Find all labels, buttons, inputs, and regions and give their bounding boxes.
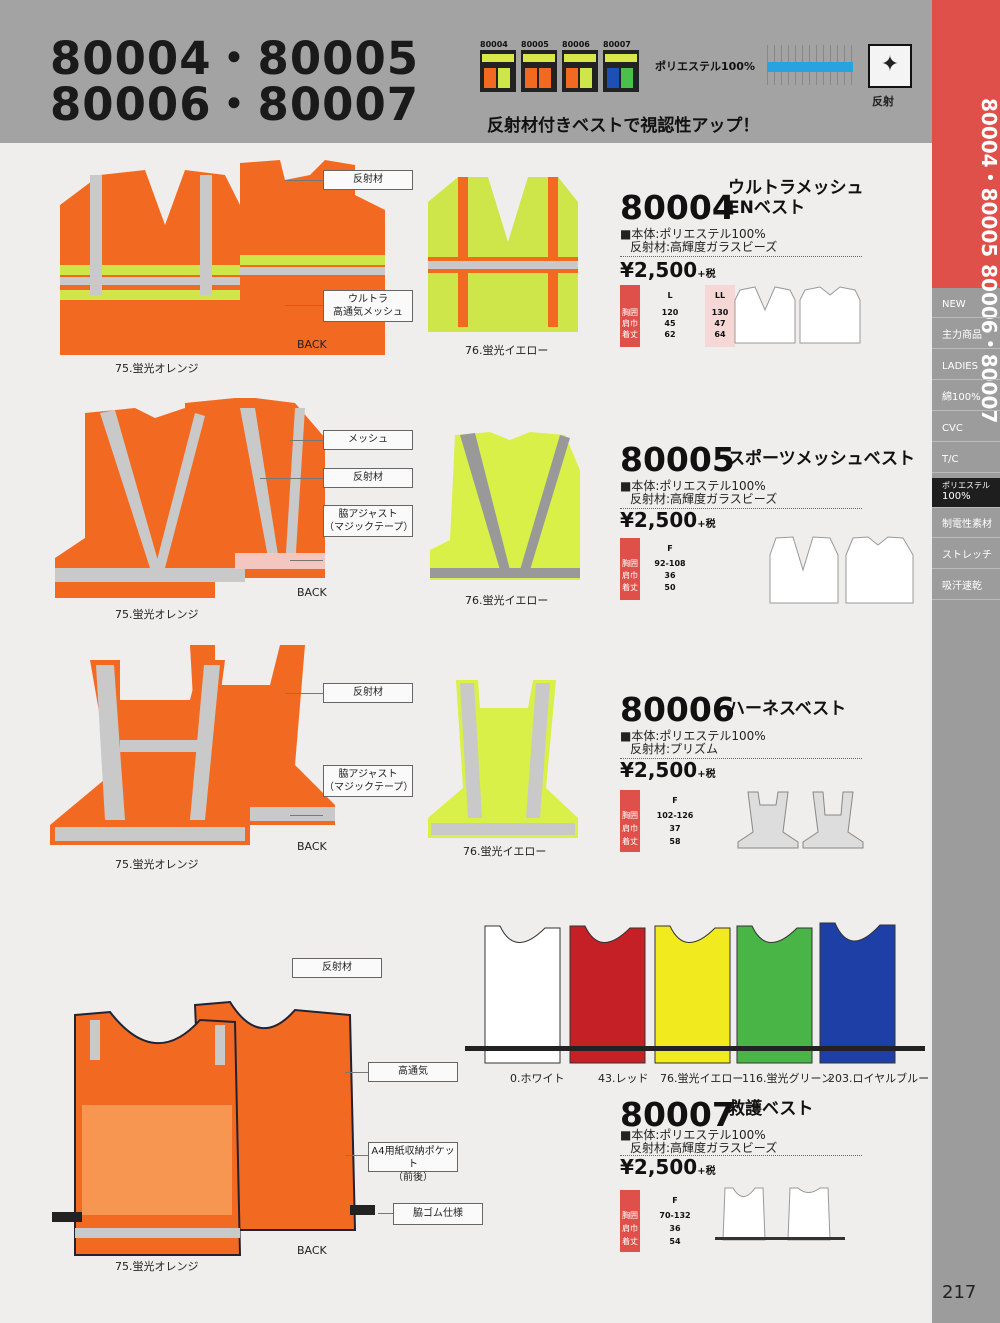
title-line2: 80006・80007	[50, 78, 420, 131]
product-spec: ■本体:ポリエステル100%反射材:高輝度ガラスビーズ	[620, 1128, 778, 1155]
product-price: ¥2,500+税	[620, 758, 716, 782]
fabric-label: ポリエステル100%	[655, 60, 755, 73]
vest-80007-line-drawing	[715, 1187, 845, 1241]
sidebar-item-cvc[interactable]: CVC	[932, 416, 1000, 442]
vest-80004-yellow-image	[428, 177, 578, 332]
callout-reflective: 反射材	[323, 683, 413, 703]
fabric-indicator: ポリエステル100%	[655, 45, 855, 85]
sidebar-item-new[interactable]: NEW	[932, 292, 1000, 318]
back-label: BACK	[297, 1244, 327, 1257]
vest-80004-line-drawing	[734, 286, 861, 344]
back-label: BACK	[297, 338, 327, 351]
vest-80007-color-variants	[465, 922, 925, 1064]
divider	[620, 758, 862, 759]
product-name: 救護ベスト	[728, 1099, 814, 1119]
product-code: 80005	[620, 440, 735, 479]
product-spec: ■本体:ポリエステル100%反射材:高輝度ガラスビーズ	[620, 479, 778, 506]
callout-elastic: 脇ゴム仕様	[393, 1203, 483, 1225]
callout-mesh: ウルトラ 高通気メッシュ	[323, 290, 413, 322]
sidebar-item-quickdry[interactable]: 吸汗速乾	[932, 574, 1000, 600]
title-line1: 80004・80005	[50, 32, 420, 85]
vest-80006-image	[50, 645, 335, 845]
vest-80007-image	[52, 1000, 375, 1256]
fabric-bar	[767, 62, 853, 72]
callout-reflective: 反射材	[323, 170, 413, 190]
product-spec: ■本体:ポリエステル100%反射材:高輝度ガラスビーズ	[620, 227, 778, 254]
product-name: スポーツメッシュベスト	[728, 449, 915, 469]
product-price: ¥2,500+税	[620, 258, 716, 282]
sidebar-item-stretch[interactable]: ストレッチ	[932, 543, 1000, 569]
callout-side-adjust: 脇アジャスト （マジックテープ）	[323, 505, 413, 537]
color-variant-label: 43.レッド	[598, 1072, 649, 1085]
thumbnail-80006[interactable]: 80006	[562, 40, 598, 92]
color-label: 75.蛍光オレンジ	[115, 858, 199, 871]
color-variant-label: 0.ホワイト	[510, 1072, 565, 1085]
product-name: ハーネスベスト	[728, 699, 847, 719]
page-subtitle: 反射材付きベストで視認性アップ！	[487, 116, 760, 136]
back-label: BACK	[297, 840, 327, 853]
sidebar-item-tc[interactable]: T/C	[932, 447, 1000, 473]
page-number: 217	[942, 1282, 977, 1303]
page-title: 80004・80005 80006・80007	[50, 36, 419, 128]
callout-pocket: A4用紙収納ポケット （前後）	[368, 1142, 458, 1183]
color-label: 76.蛍光イエロー	[463, 845, 547, 858]
sidebar-item-main[interactable]: 主力商品	[932, 323, 1000, 349]
product-price: ¥2,500+税	[620, 1155, 716, 1179]
color-label: 76.蛍光イエロー	[465, 344, 549, 357]
vest-80005-image	[55, 398, 325, 598]
callout-mesh: メッシュ	[323, 430, 413, 450]
thumbnail-80004[interactable]: 80004	[480, 40, 516, 92]
product-spec: ■本体:ポリエステル100%反射材:プリズム	[620, 729, 766, 756]
vest-80006-yellow-image	[428, 680, 578, 838]
product-code: 80004	[620, 188, 735, 227]
thumbnail-80007[interactable]: 80007	[603, 40, 639, 92]
sidebar-code: 80004・80005 80006・80007	[977, 98, 1000, 424]
color-label: 75.蛍光オレンジ	[115, 362, 199, 375]
reflect-label: 反射	[872, 95, 894, 108]
callout-side-adjust: 脇アジャスト （マジックテープ）	[323, 765, 413, 797]
divider	[620, 256, 862, 257]
color-variant-label: 76.蛍光イエロー	[660, 1072, 744, 1085]
back-label: BACK	[297, 586, 327, 599]
product-code: 80006	[620, 690, 735, 729]
callout-reflective: 反射材	[292, 958, 382, 978]
sparkle-icon: ✦	[868, 44, 912, 88]
divider	[620, 508, 862, 509]
product-code: 80007	[620, 1095, 735, 1134]
sidebar-code-block	[932, 0, 1000, 288]
color-label: 75.蛍光オレンジ	[115, 608, 199, 621]
sidebar-item-ladies[interactable]: LADIES	[932, 354, 1000, 380]
product-price: ¥2,500+税	[620, 508, 716, 532]
color-variant-label: 203.ロイヤルブルー	[828, 1072, 930, 1085]
vest-80006-line-drawing	[737, 791, 864, 849]
size-table-80006: F 胸囲 肩巾 着丈 102-126 37 58	[620, 790, 700, 852]
vest-80004-image	[60, 160, 385, 355]
size-table-80005: F 胸囲 肩巾 着丈 92-108 36 50	[620, 538, 700, 600]
vest-80005-line-drawing	[769, 536, 914, 604]
color-variant-label: 116.蛍光グリーン	[742, 1072, 832, 1085]
callout-breathable: 高通気	[368, 1062, 458, 1082]
size-table-80007: F 胸囲 肩巾 着丈 70-132 36 54	[620, 1190, 700, 1252]
color-label: 76.蛍光イエロー	[465, 594, 549, 607]
sidebar-item-cotton[interactable]: 綿100%	[932, 385, 1000, 411]
size-table-80004: L LL 胸囲 肩巾 着丈 120 130 45 47 62 64	[620, 285, 740, 347]
sidebar-item-antistatic[interactable]: 制電性素材	[932, 512, 1000, 538]
callout-reflective: 反射材	[323, 468, 413, 488]
color-label: 75.蛍光オレンジ	[115, 1260, 199, 1273]
vest-80005-yellow-image	[430, 432, 580, 580]
thumbnail-80005[interactable]: 80005	[521, 40, 557, 92]
divider	[620, 1155, 862, 1156]
